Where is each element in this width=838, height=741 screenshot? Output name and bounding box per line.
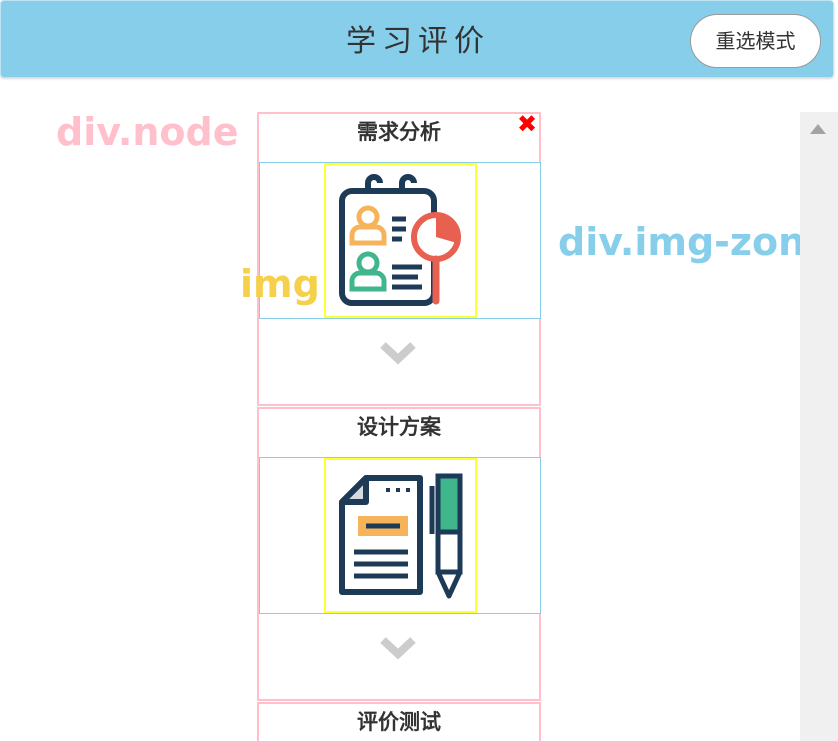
page-title: 学习评价: [346, 24, 490, 59]
chevron-down-icon: [380, 342, 416, 365]
node-title: 评价测试: [357, 710, 441, 734]
node-image: [324, 458, 477, 613]
design-plan-icon: [339, 473, 463, 599]
vertical-scrollbar[interactable]: [800, 112, 838, 741]
img-zone: [259, 162, 541, 319]
flow-node-evaluation[interactable]: 评价测试: [257, 702, 541, 741]
header-bar: 学习评价 重选模式: [0, 0, 834, 78]
annotation-div-node: div.node: [56, 110, 239, 154]
flow-node-design[interactable]: 设计方案: [257, 407, 541, 701]
requirements-analysis-icon: [339, 174, 461, 306]
node-image: [324, 163, 477, 318]
annotation-img: img: [240, 262, 320, 306]
close-icon[interactable]: ✖: [517, 110, 538, 138]
reselect-mode-button[interactable]: 重选模式: [690, 14, 821, 68]
scroll-up-arrow-icon[interactable]: [810, 124, 826, 134]
flow-node-requirements[interactable]: 需求分析 ✖: [257, 112, 541, 406]
img-zone: [259, 457, 541, 614]
node-title: 需求分析: [357, 120, 441, 144]
node-title: 设计方案: [357, 415, 441, 439]
annotation-div-img-zone: div.img-zone: [558, 220, 831, 264]
chevron-down-icon: [380, 637, 416, 660]
